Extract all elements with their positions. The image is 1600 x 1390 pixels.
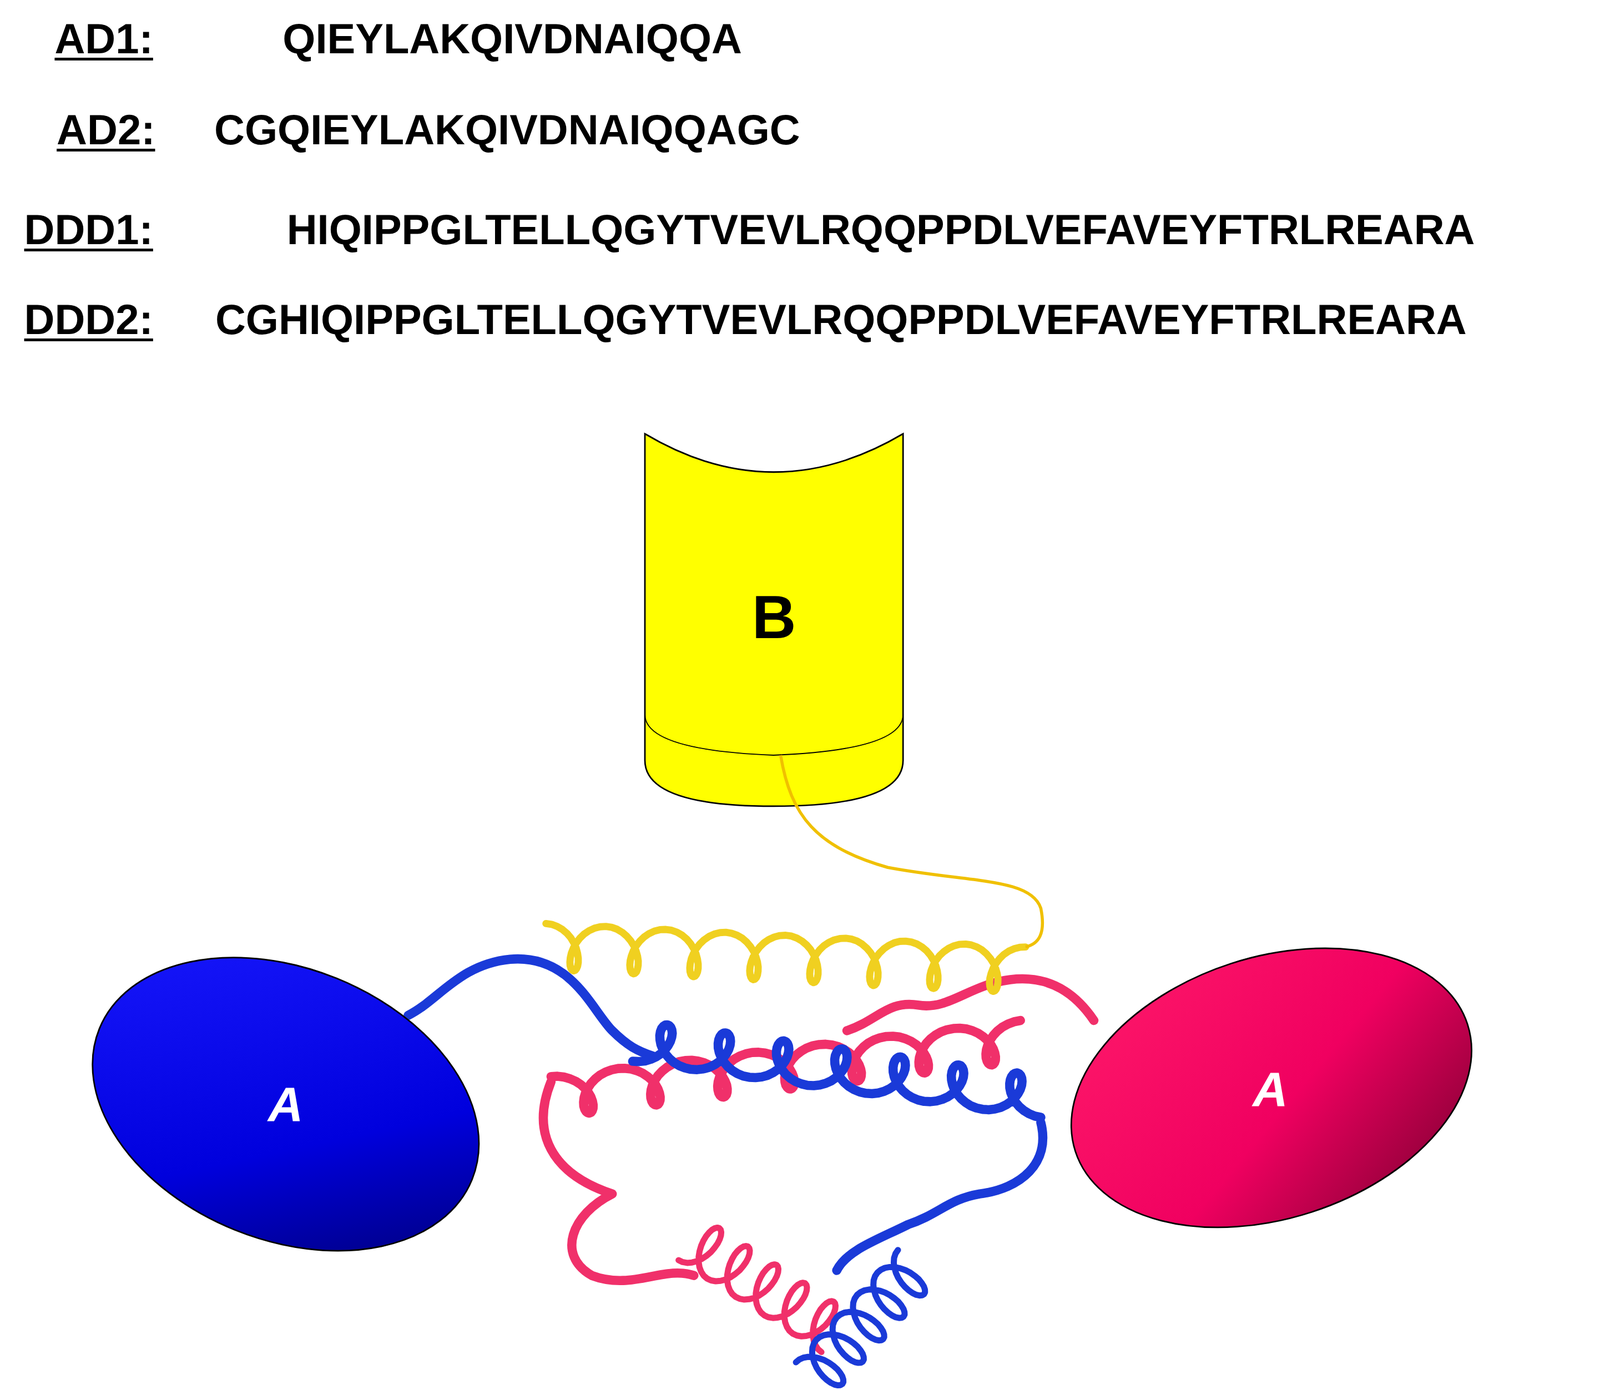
red-strand-lower [543,1081,694,1281]
ellipse-label: A [1252,1065,1289,1114]
sequence-name: AD1: [54,15,153,63]
cylinder-node: B [644,448,903,786]
peptide-sequence: CGHIQIPPGLTELLQGYTVEVLRQQPPDLVEFAVEYFTRL… [215,296,1467,343]
red-strand [846,978,1094,1031]
blue-coil [795,1250,926,1386]
cylinder-b [644,433,903,807]
ellipse-node: A [97,979,475,1230]
blue-helix [632,1025,1041,1118]
peptide-sequence: CGQIEYLAKQIVDNAIQQAGC [214,106,801,154]
sequence-name: DDD1: [24,206,154,254]
domain-a-red [1035,900,1508,1276]
blue-strand [407,959,653,1057]
sequence-name: DDD2: [24,296,154,343]
red-coil [678,1227,836,1352]
ellipse-label: A [268,1079,304,1129]
sequence-name: AD2: [56,106,155,154]
linker [780,755,1043,948]
ad-helix [546,923,1026,992]
cylinder-rim [644,714,903,756]
peptide-sequence: QIEYLAKQIVDNAIQQA [282,15,743,63]
cylinder-label: B [751,586,796,648]
ellipse-node: A [1076,969,1465,1210]
peptide-sequence: HIQIPPGLTELLQGYTVEVLRQQPPDLVEFAVEYFTRLRE… [286,206,1476,254]
blue-strand-lower [836,1122,1043,1271]
domain-a-blue [48,902,523,1306]
